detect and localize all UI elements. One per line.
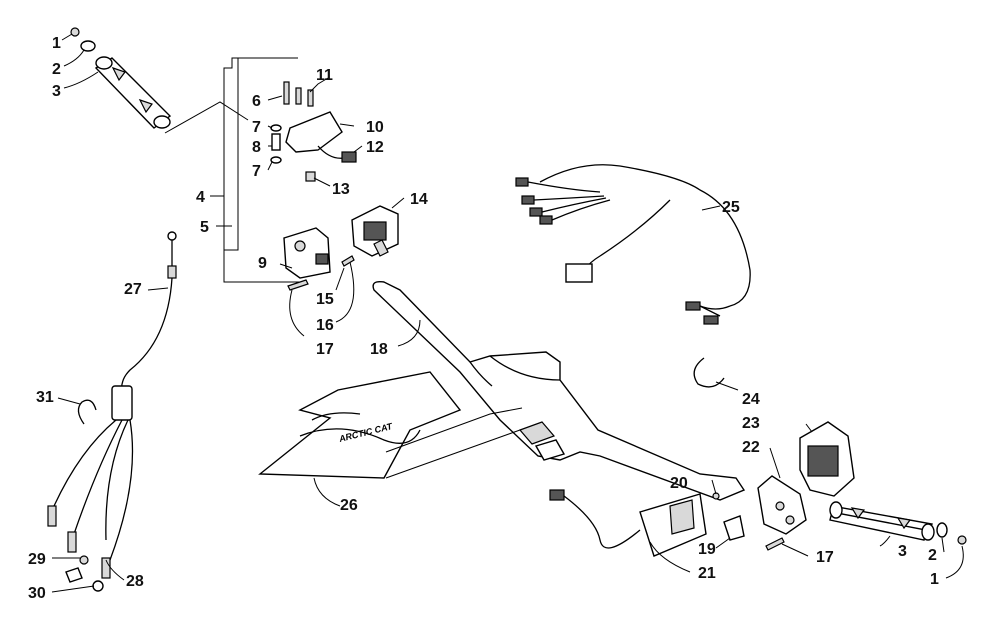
callout-label: 4	[196, 189, 205, 206]
callout-label: 7	[252, 119, 261, 136]
callout-label: 3	[898, 543, 907, 560]
left-grip-assembly	[61, 27, 249, 134]
cable-clip-31	[57, 397, 97, 425]
callout-label: 7	[252, 163, 261, 180]
washer-icon	[270, 124, 282, 132]
grip-washer-icon	[80, 40, 96, 52]
callout-label: 21	[698, 565, 716, 582]
handlebar-pad-icon: ARCTIC CAT	[258, 371, 523, 507]
callout-label: 20	[670, 475, 688, 492]
wiring-harness-icon	[515, 164, 751, 325]
callout-label: 24	[742, 391, 760, 408]
bushing-icon	[271, 133, 281, 151]
callout-label: 2	[928, 547, 937, 564]
callout-label: 27	[124, 281, 142, 298]
callout-label: 5	[200, 219, 209, 236]
callout-label: 13	[332, 181, 350, 198]
bushing-19-20	[711, 479, 745, 549]
callout-label: 22	[742, 439, 760, 456]
spring-icon	[295, 87, 302, 105]
grip-washer-icon-right	[936, 522, 948, 538]
callout-label: 26	[340, 497, 358, 514]
callout-label: 8	[252, 139, 261, 156]
switch-wire-21	[549, 489, 707, 573]
callout-label: 23	[742, 415, 760, 432]
callout-label: 30	[28, 585, 46, 602]
callout-label: 18	[370, 341, 388, 358]
cable-fittings-28-29-30	[51, 555, 125, 593]
callout-label: 2	[52, 61, 61, 78]
throttle-lever-icon	[285, 111, 343, 153]
left-grip-icon	[94, 56, 172, 129]
screw-15-16-17	[231, 58, 355, 337]
switch-module-14	[351, 197, 405, 257]
throttle-lever-assembly	[270, 81, 357, 182]
callout-label: 1	[52, 35, 61, 52]
grip-screw-icon	[70, 27, 80, 37]
connector-icon	[341, 151, 357, 163]
callout-label: 3	[52, 83, 61, 100]
callout-label: 19	[698, 541, 716, 558]
callout-label: 15	[316, 291, 334, 308]
callout-label: 1	[930, 571, 939, 588]
right-grip-assembly	[829, 501, 967, 579]
nut-icon	[305, 171, 316, 182]
pin-icon	[283, 81, 290, 105]
callout-label: 10	[366, 119, 384, 136]
callout-label: 16	[316, 317, 334, 334]
callout-label: 9	[258, 255, 267, 272]
callout-label: 28	[126, 573, 144, 590]
callout-label: 17	[816, 549, 834, 566]
callout-label: 25	[722, 199, 740, 216]
snap-ring-24	[693, 357, 739, 391]
callout-label: 29	[28, 551, 46, 568]
callout-label: 6	[252, 93, 261, 110]
grip-screw-icon-right	[957, 535, 967, 545]
switch-housing	[279, 227, 331, 279]
callout-label: 12	[366, 139, 384, 156]
handlebar-icon	[372, 280, 746, 501]
callout-label: 14	[410, 191, 428, 208]
callout-label: 31	[36, 389, 54, 406]
callout-label: 17	[316, 341, 334, 358]
spring-icon-2	[307, 89, 314, 107]
throttle-housing-22	[757, 447, 809, 557]
harness-connector-icon	[565, 263, 593, 283]
throttle-cable-icon	[47, 231, 177, 579]
throttle-control-23	[799, 421, 855, 497]
callout-labels: 1 2 3 6 11 7 10 8 12 7 13 4 5 14 9 15 16…	[28, 35, 939, 602]
washer-icon-2	[270, 156, 282, 164]
callout-label: 11	[316, 67, 333, 84]
